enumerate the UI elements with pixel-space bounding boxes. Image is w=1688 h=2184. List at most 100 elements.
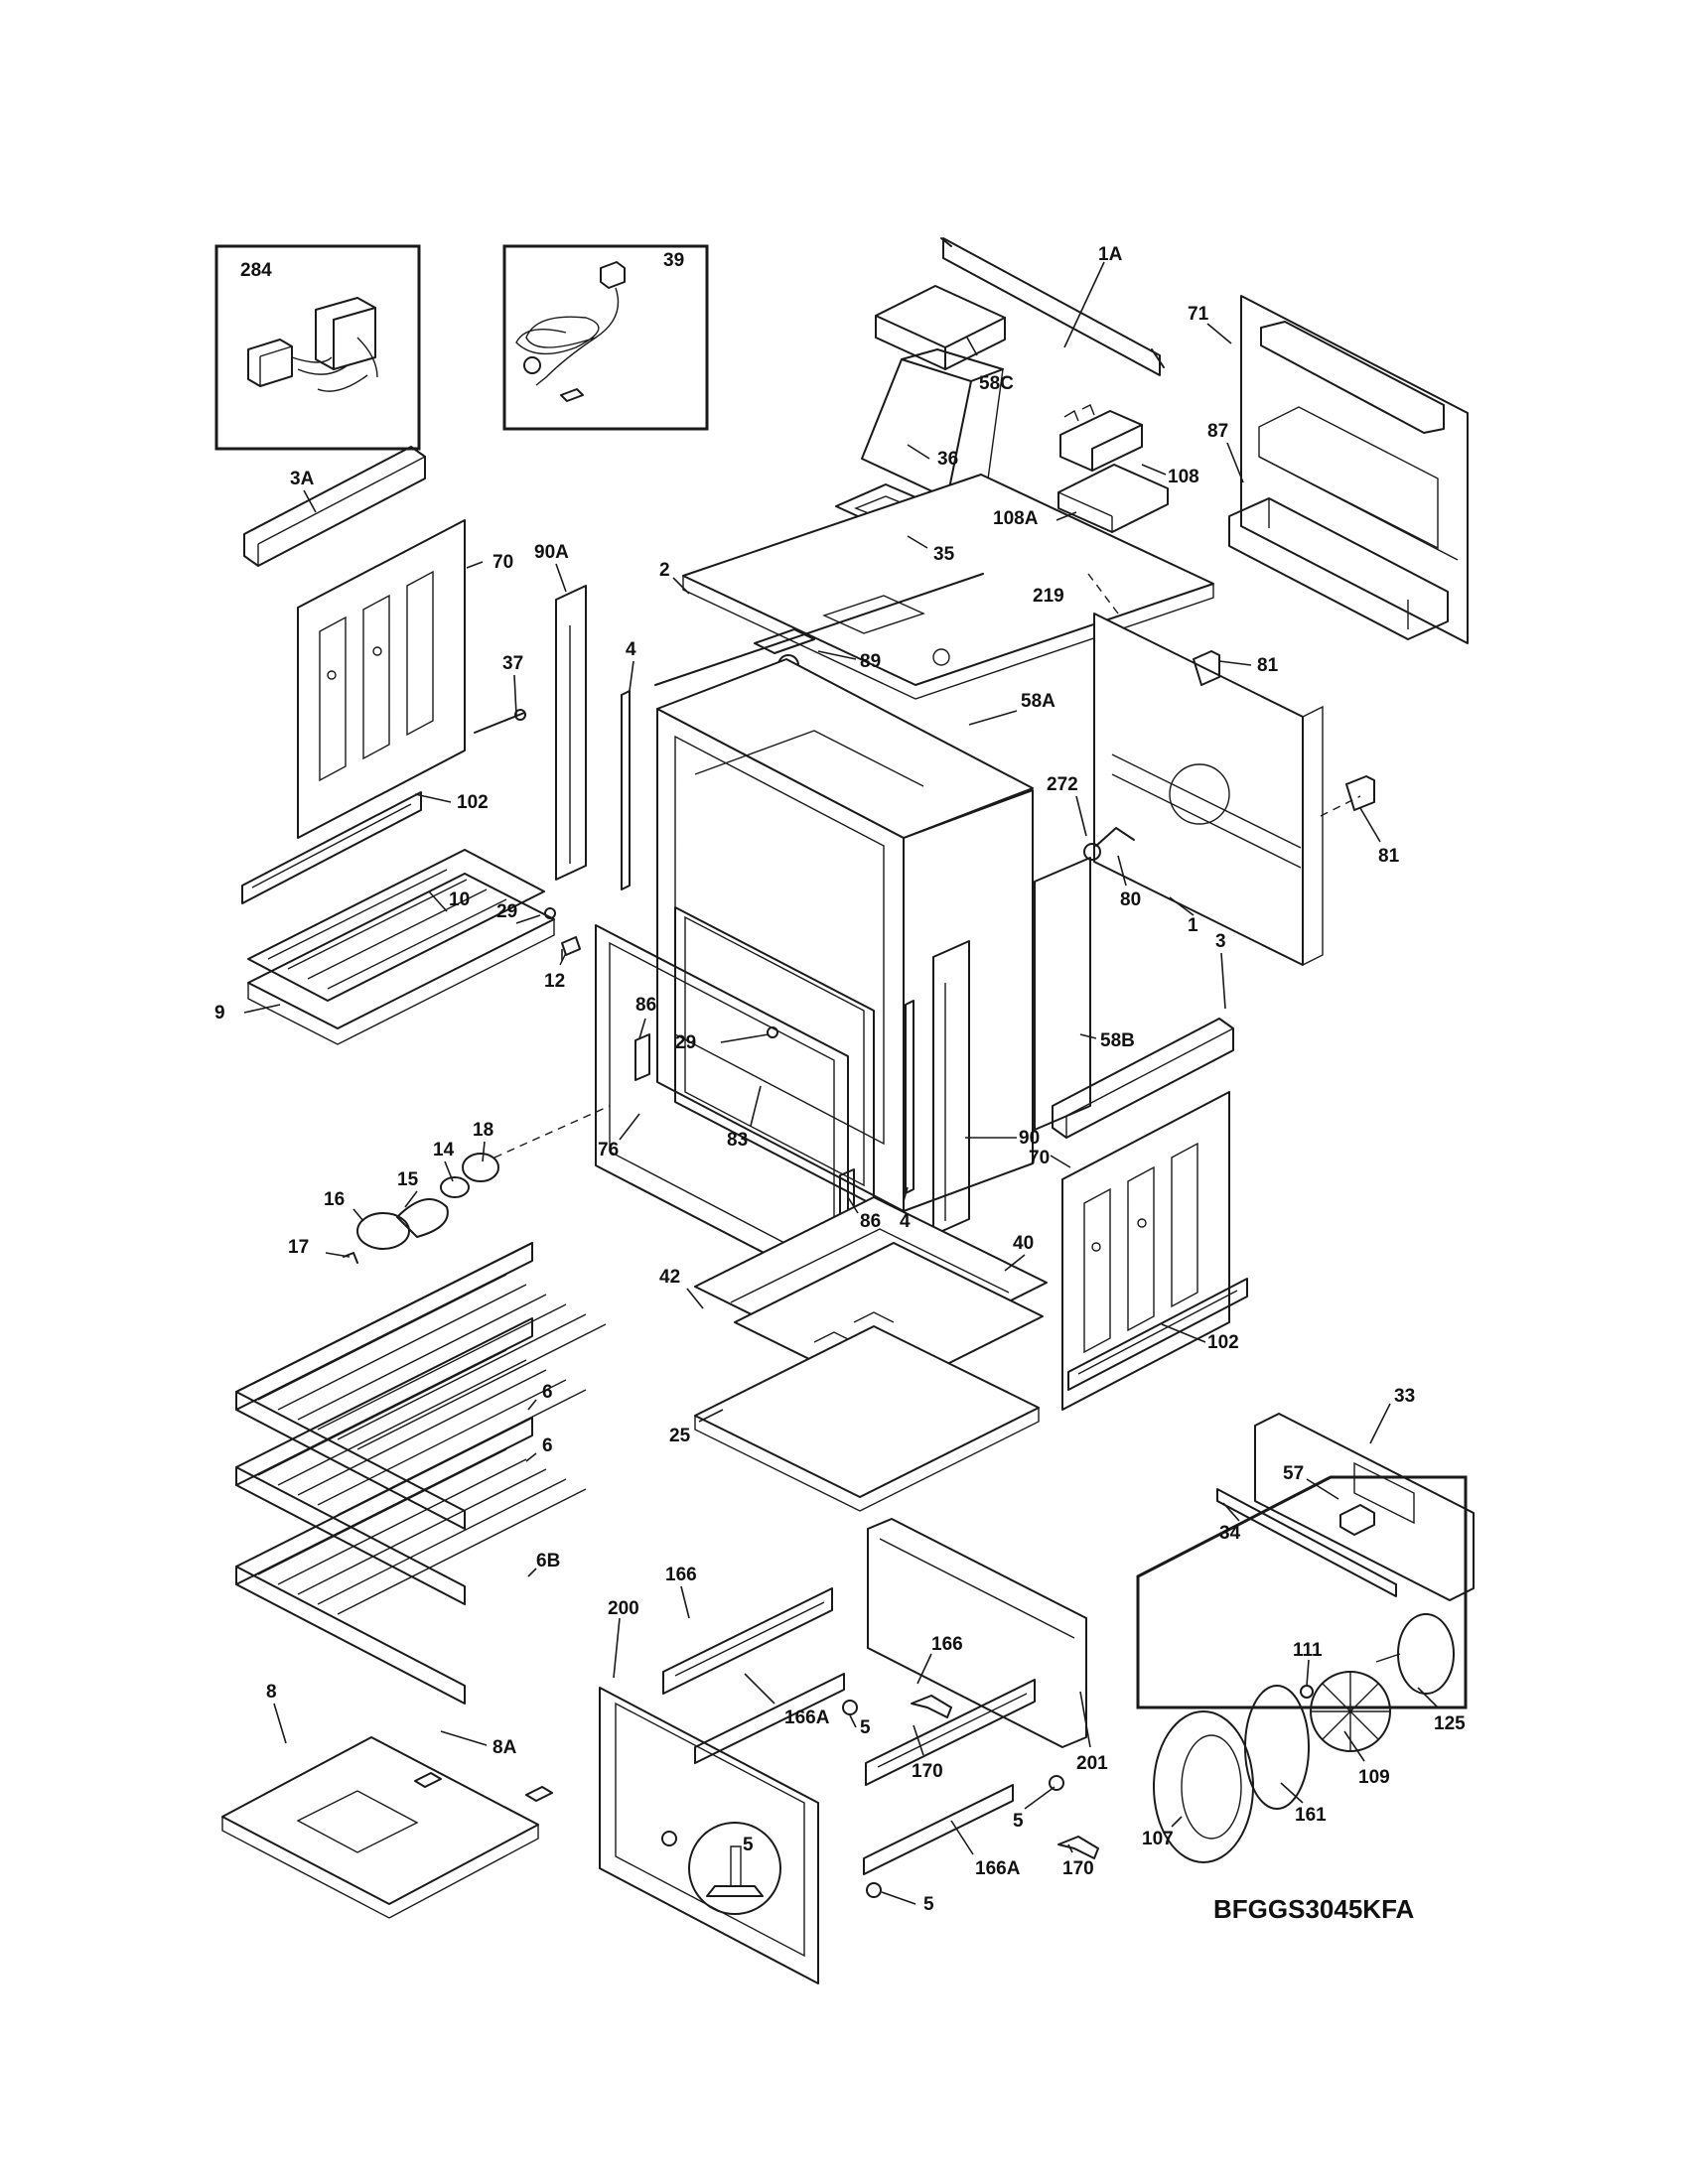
slide-166-left <box>662 1587 833 1695</box>
oven-rack-6B <box>235 1417 587 1705</box>
bracket-81-upper <box>1193 650 1220 686</box>
trim-90 <box>932 940 970 1236</box>
fan-gasket-161 <box>1244 1685 1310 1810</box>
drawer-tray-8 <box>221 1736 539 1919</box>
alignment-line-rear <box>1320 795 1361 817</box>
broil-pan-9 <box>247 873 555 1045</box>
rear-wall-1 <box>1093 613 1324 966</box>
label-5-a: 5 <box>860 1717 871 1738</box>
leveling-leg-5-d <box>661 1831 677 1846</box>
hinge-86-upper <box>634 1033 650 1081</box>
leader-lines <box>243 261 1439 1905</box>
label-34: 34 <box>1219 1523 1241 1544</box>
label-166A-left: 166A <box>784 1707 830 1728</box>
label-4-right: 4 <box>900 1211 911 1232</box>
label-5-c: 5 <box>923 1894 934 1915</box>
label-284: 284 <box>240 260 272 281</box>
label-166-left: 166 <box>665 1565 697 1585</box>
label-18: 18 <box>473 1120 493 1141</box>
screw-29-center <box>767 1026 778 1038</box>
label-33: 33 <box>1394 1386 1415 1407</box>
bracket-57 <box>1339 1504 1375 1536</box>
label-170-left: 170 <box>912 1761 943 1782</box>
rail-34 <box>1216 1488 1397 1597</box>
label-86-upper: 86 <box>635 995 656 1016</box>
sensor-37 <box>474 709 526 734</box>
bulb-socket-14 <box>440 1176 470 1198</box>
bracket-170-right <box>1057 1836 1099 1859</box>
label-107: 107 <box>1142 1829 1174 1849</box>
label-219: 219 <box>1033 586 1064 607</box>
label-70-right: 70 <box>1029 1148 1050 1168</box>
fan-nut-111 <box>1300 1685 1314 1699</box>
spacer-4-left <box>621 690 631 890</box>
label-57: 57 <box>1283 1463 1304 1484</box>
label-166A-right: 166A <box>975 1858 1021 1879</box>
label-58B: 58B <box>1100 1030 1135 1051</box>
light-bulb-15 <box>396 1198 449 1238</box>
side-strip-102-right <box>1067 1278 1248 1391</box>
label-6-upper: 6 <box>542 1382 553 1403</box>
label-76: 76 <box>598 1140 619 1160</box>
rear-brace-1A <box>940 237 1165 376</box>
label-17: 17 <box>288 1237 309 1258</box>
broil-grid-10 <box>247 849 545 1002</box>
label-102-left: 102 <box>457 792 489 813</box>
sensor-272 <box>1083 827 1135 861</box>
slide-166A-right <box>863 1784 1014 1875</box>
label-81-lower: 81 <box>1378 846 1400 867</box>
label-10: 10 <box>449 889 470 910</box>
label-12: 12 <box>544 971 565 992</box>
screw-29-left <box>544 907 556 919</box>
spacer-4-right <box>905 1000 914 1194</box>
label-80: 80 <box>1120 889 1141 910</box>
trim-90A <box>555 585 587 881</box>
side-panel-70-right <box>1061 1091 1230 1411</box>
label-37: 37 <box>502 653 523 674</box>
vent-duct-58C <box>875 285 1006 370</box>
lamp-receptacle-18 <box>462 1153 499 1182</box>
top-panel-2 <box>682 474 1214 700</box>
clip-17 <box>343 1252 358 1264</box>
oven-body-58A <box>654 573 1034 1212</box>
side-brace-3 <box>1052 1018 1234 1139</box>
model-code: BFGGS3045KFA <box>1213 1894 1415 1924</box>
side-brace-3A <box>243 446 426 567</box>
label-111: 111 <box>1293 1640 1323 1661</box>
label-83: 83 <box>727 1130 748 1151</box>
clip-8A-lower <box>525 1786 553 1802</box>
part-labels: 284 39 1A 71 58C 36 108 87 108A 3A 70 90… <box>214 244 1466 1915</box>
label-6-lower: 6 <box>542 1435 553 1456</box>
oven-rack-6-upper <box>235 1242 607 1530</box>
light-cover-16 <box>356 1212 410 1250</box>
inset-box-39 <box>502 244 709 431</box>
alignment-line <box>493 1105 611 1159</box>
leveling-leg-5-b <box>1049 1775 1064 1791</box>
leveling-leg-detail <box>688 1822 781 1915</box>
label-58C: 58C <box>979 373 1014 394</box>
label-29-left: 29 <box>496 901 517 922</box>
bracket-81-lower <box>1345 775 1375 811</box>
rear-frame-201 <box>867 1518 1087 1748</box>
label-200: 200 <box>608 1598 639 1619</box>
label-39: 39 <box>663 250 684 271</box>
label-42: 42 <box>659 1267 680 1288</box>
fan-motor-125 <box>1375 1613 1455 1695</box>
label-170-right: 170 <box>1062 1858 1094 1879</box>
label-16: 16 <box>324 1189 345 1210</box>
label-40: 40 <box>1013 1233 1034 1254</box>
label-36: 36 <box>937 449 958 470</box>
rear-panel-71 <box>1228 295 1469 644</box>
relay-harness-part <box>247 297 378 392</box>
label-14: 14 <box>433 1140 455 1160</box>
leveling-leg-5-c <box>866 1882 882 1898</box>
label-6B: 6B <box>536 1551 560 1571</box>
label-87: 87 <box>1207 421 1228 442</box>
label-108: 108 <box>1168 467 1199 487</box>
label-108A: 108A <box>993 508 1039 529</box>
label-1A: 1A <box>1098 244 1123 265</box>
inset-box-284 <box>214 244 421 451</box>
label-90: 90 <box>1019 1128 1040 1149</box>
side-strip-102-left <box>241 791 422 904</box>
label-9: 9 <box>214 1003 225 1024</box>
